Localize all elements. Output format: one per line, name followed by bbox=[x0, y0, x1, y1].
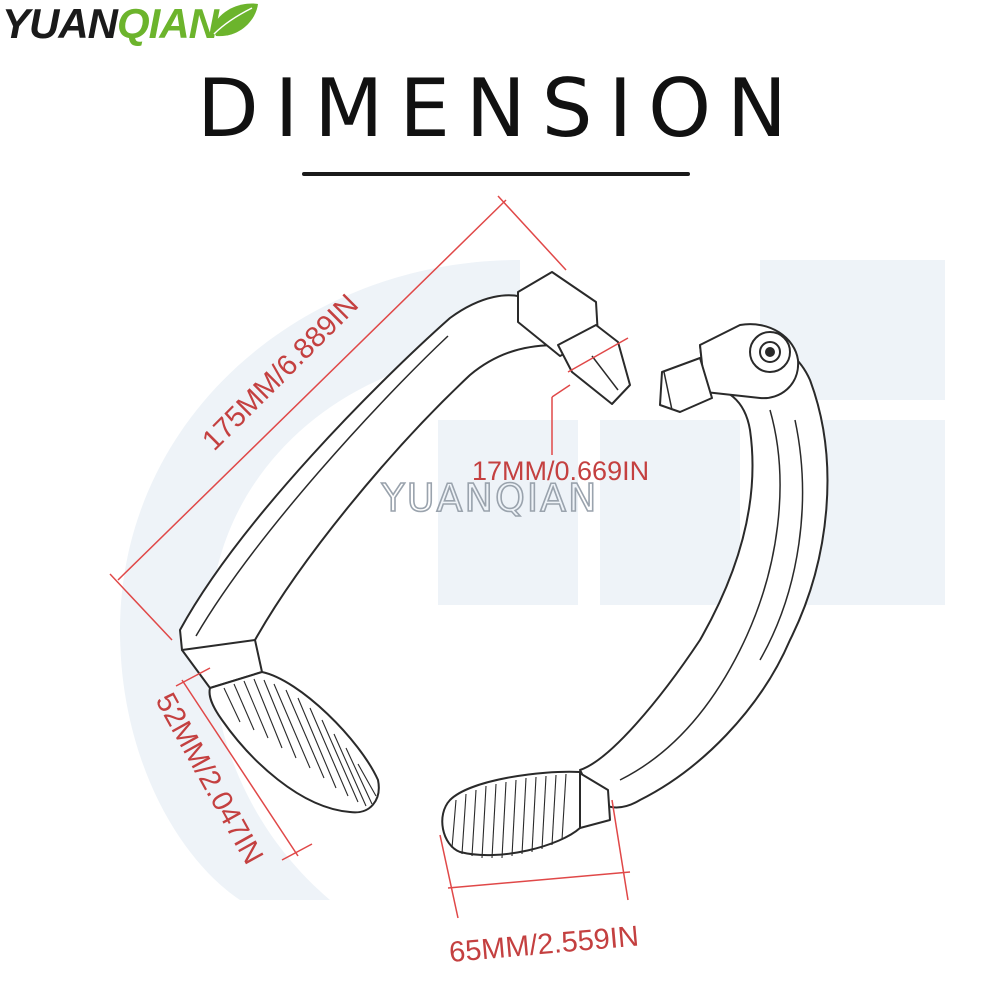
left-lever bbox=[179, 271, 631, 814]
left-lever-bar-end bbox=[557, 324, 631, 405]
dimension-lines bbox=[109, 195, 631, 919]
title-underline bbox=[302, 172, 690, 176]
brand-logo: YUANQIAN bbox=[2, 0, 219, 48]
right-lever-bar-end bbox=[659, 357, 713, 413]
grip-width-dimension-line bbox=[447, 871, 631, 889]
bar-end-dimension-line bbox=[567, 337, 629, 373]
grip-height-dimension-line bbox=[181, 679, 299, 857]
right-lever bbox=[441, 323, 829, 859]
background-shapes bbox=[120, 260, 945, 900]
leaf-icon bbox=[212, 3, 258, 37]
right-grip-ribs bbox=[451, 773, 567, 859]
right-lever-arm bbox=[579, 336, 829, 809]
bar-end-label: 17MM/0.669IN bbox=[472, 456, 649, 486]
page-title: DIMENSION bbox=[197, 62, 803, 155]
length-dimension-line bbox=[117, 199, 507, 581]
brand-text-dark: YUAN bbox=[2, 0, 118, 47]
grip-width-label: 65MM/2.559IN bbox=[448, 921, 640, 969]
watermark-text: YUANQIAN bbox=[381, 476, 599, 520]
brand-text-green: QIAN bbox=[117, 0, 219, 47]
left-grip-ribs bbox=[223, 678, 377, 807]
left-lever-grip bbox=[208, 671, 380, 814]
